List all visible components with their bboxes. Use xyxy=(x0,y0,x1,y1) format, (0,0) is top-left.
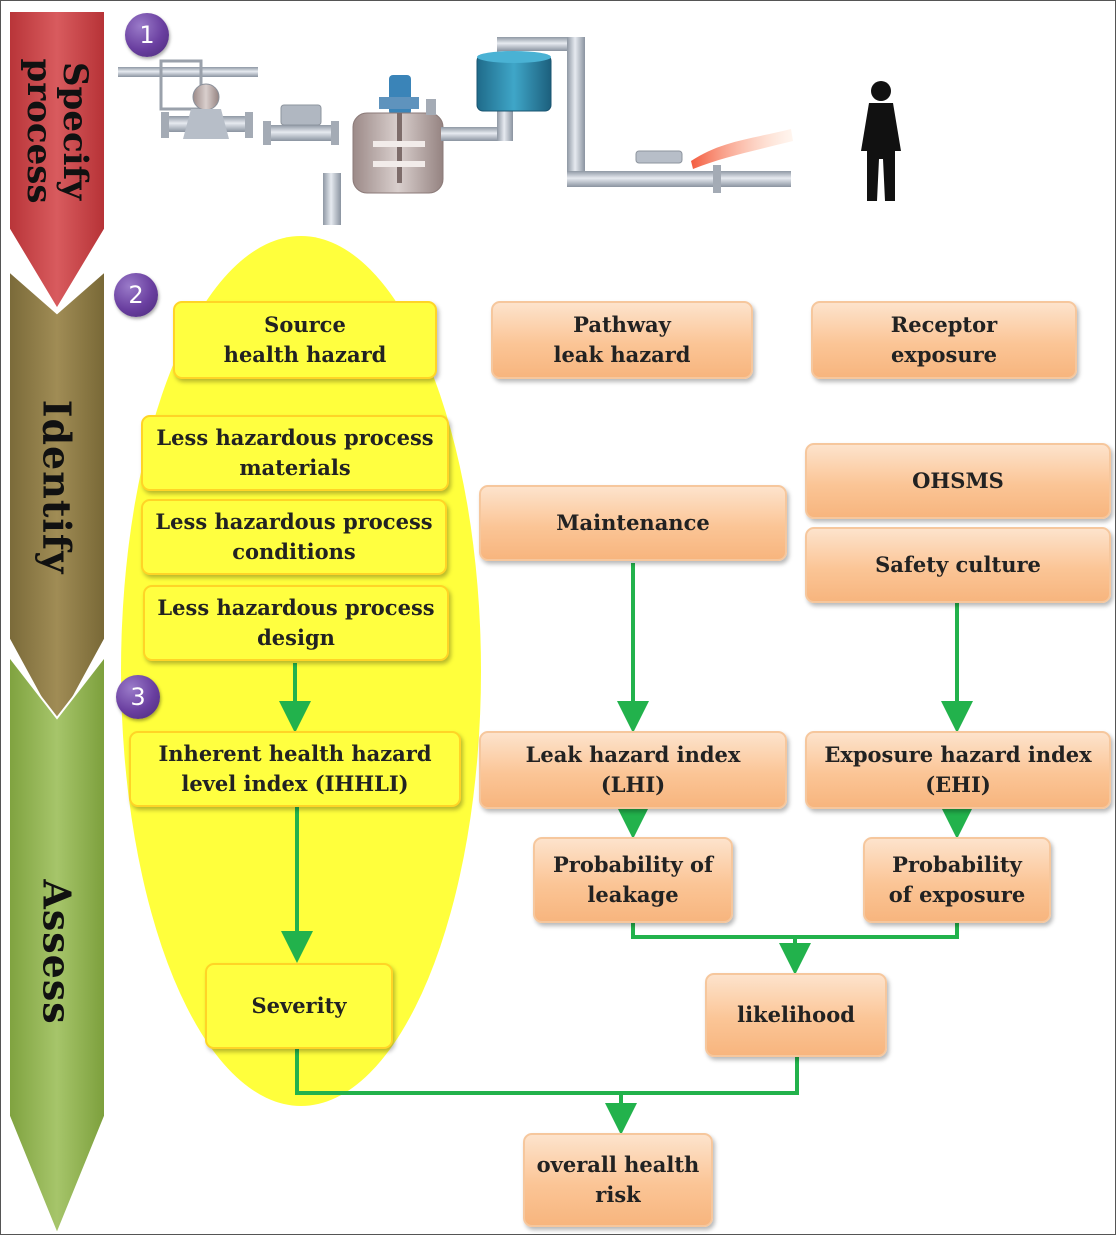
pipe-segment xyxy=(497,37,577,51)
less-hazardous-design-box: Less hazardous process design xyxy=(143,585,449,661)
safety-culture-box: Safety culture xyxy=(805,527,1111,603)
downcomer-pipe xyxy=(567,37,585,187)
support-post-icon xyxy=(323,173,341,225)
probability-of-leakage-box: Probability of leakage xyxy=(533,837,733,923)
join-probabilities xyxy=(631,923,959,939)
flow-meter-icon xyxy=(263,104,339,145)
ihhli-box: Inherent health hazard level index (IHHL… xyxy=(129,731,461,807)
leak-point-icon xyxy=(635,129,793,169)
pipe-segment xyxy=(441,127,513,141)
horizontal-pipe xyxy=(567,171,791,187)
phase-identify-arrow: Identify xyxy=(1,271,113,731)
pathway-leak-hazard-box: Pathway leak hazard xyxy=(491,301,753,379)
stirred-reactor-icon xyxy=(352,75,444,194)
step-1-badge: 1 xyxy=(125,13,169,57)
lhi-box: Leak hazard index (LHI) xyxy=(479,731,787,809)
ehi-box: Exposure hazard index (EHI) xyxy=(805,731,1111,809)
source-health-hazard-box: Source health hazard xyxy=(173,301,437,379)
less-hazardous-materials-box: Less hazardous process materials xyxy=(141,415,449,491)
severity-box: Severity xyxy=(205,963,393,1049)
phase-specify-arrow: Specify process xyxy=(1,1,113,311)
receptor-exposure-box: Receptor exposure xyxy=(811,301,1077,379)
specify-chevron-shape xyxy=(8,10,106,311)
maintenance-box: Maintenance xyxy=(479,485,787,561)
probability-of-exposure-box: Probability of exposure xyxy=(863,837,1051,923)
less-hazardous-conditions-box: Less hazardous process conditions xyxy=(141,499,447,575)
phase-assess-arrow: Assess xyxy=(1,656,113,1234)
person-silhouette-icon xyxy=(861,81,901,201)
ohsms-box: OHSMS xyxy=(805,443,1111,519)
assess-chevron-shape xyxy=(8,656,106,1234)
storage-tank-icon xyxy=(476,51,552,112)
step-3-badge: 3 xyxy=(116,675,160,719)
control-valve-icon xyxy=(118,59,258,139)
overall-health-risk-box: overall health risk xyxy=(523,1133,713,1227)
step-2-badge: 2 xyxy=(114,273,158,317)
identify-chevron-shape xyxy=(8,271,106,730)
likelihood-box: likelihood xyxy=(705,973,887,1057)
join-severity-likelihood xyxy=(295,1049,799,1095)
process-illustration xyxy=(118,37,901,225)
